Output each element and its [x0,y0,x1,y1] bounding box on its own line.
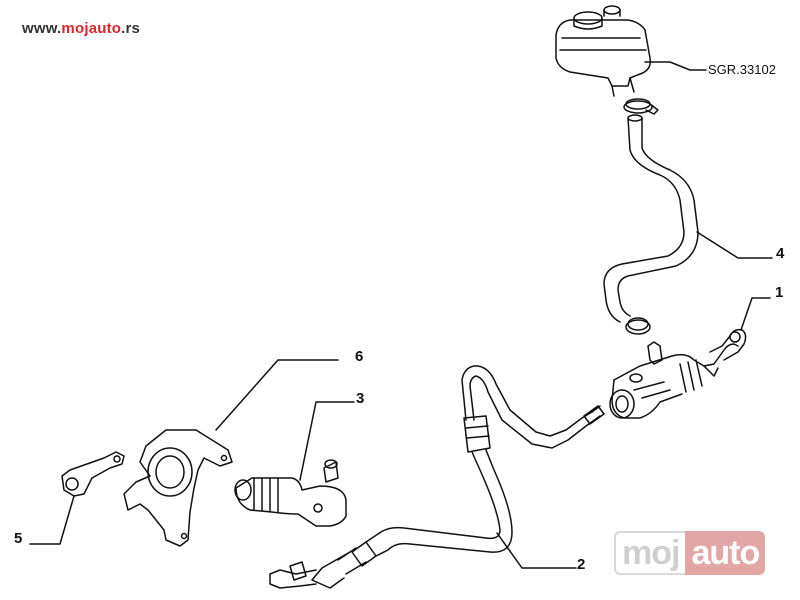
hydraulic-pipe [461,365,605,453]
bracket-part-5 [61,451,125,497]
reference-code-label: SGR.33102 [708,62,776,77]
callout-part-2: 2 [577,556,586,573]
leader-line-part-4 [696,231,773,259]
hose-part-4 [603,114,699,323]
callout-part-3: 3 [356,390,365,407]
hose-clamp-top [623,98,659,115]
watermark-logo: moj auto [614,530,780,576]
fluid-reservoir [555,5,652,97]
master-cylinder-part-1 [609,328,747,419]
leader-line-part-3 [299,401,355,481]
site-url[interactable]: www.mojauto.rs [22,20,140,37]
leader-line-part-5 [29,495,75,545]
watermark-right-text: auto [685,531,766,575]
reference-leader-line [644,61,707,71]
hose-part-2 [269,449,513,589]
leader-line-part-1 [740,297,771,331]
watermark-left-text: moj [614,531,686,575]
slave-cylinder-part-3 [234,459,347,527]
hose-clamp-bottom [625,317,651,335]
callout-part-1: 1 [775,284,784,301]
site-url-brand: mojauto [61,20,122,37]
site-url-prefix: www. [22,20,62,37]
callout-part-6: 6 [355,348,364,365]
site-url-suffix: .rs [121,20,141,37]
callout-part-5: 5 [14,530,23,547]
callout-part-4: 4 [776,245,785,262]
leader-line-part-6 [215,359,339,431]
leader-line-part-2 [496,532,577,569]
bracket-part-6 [123,429,233,547]
